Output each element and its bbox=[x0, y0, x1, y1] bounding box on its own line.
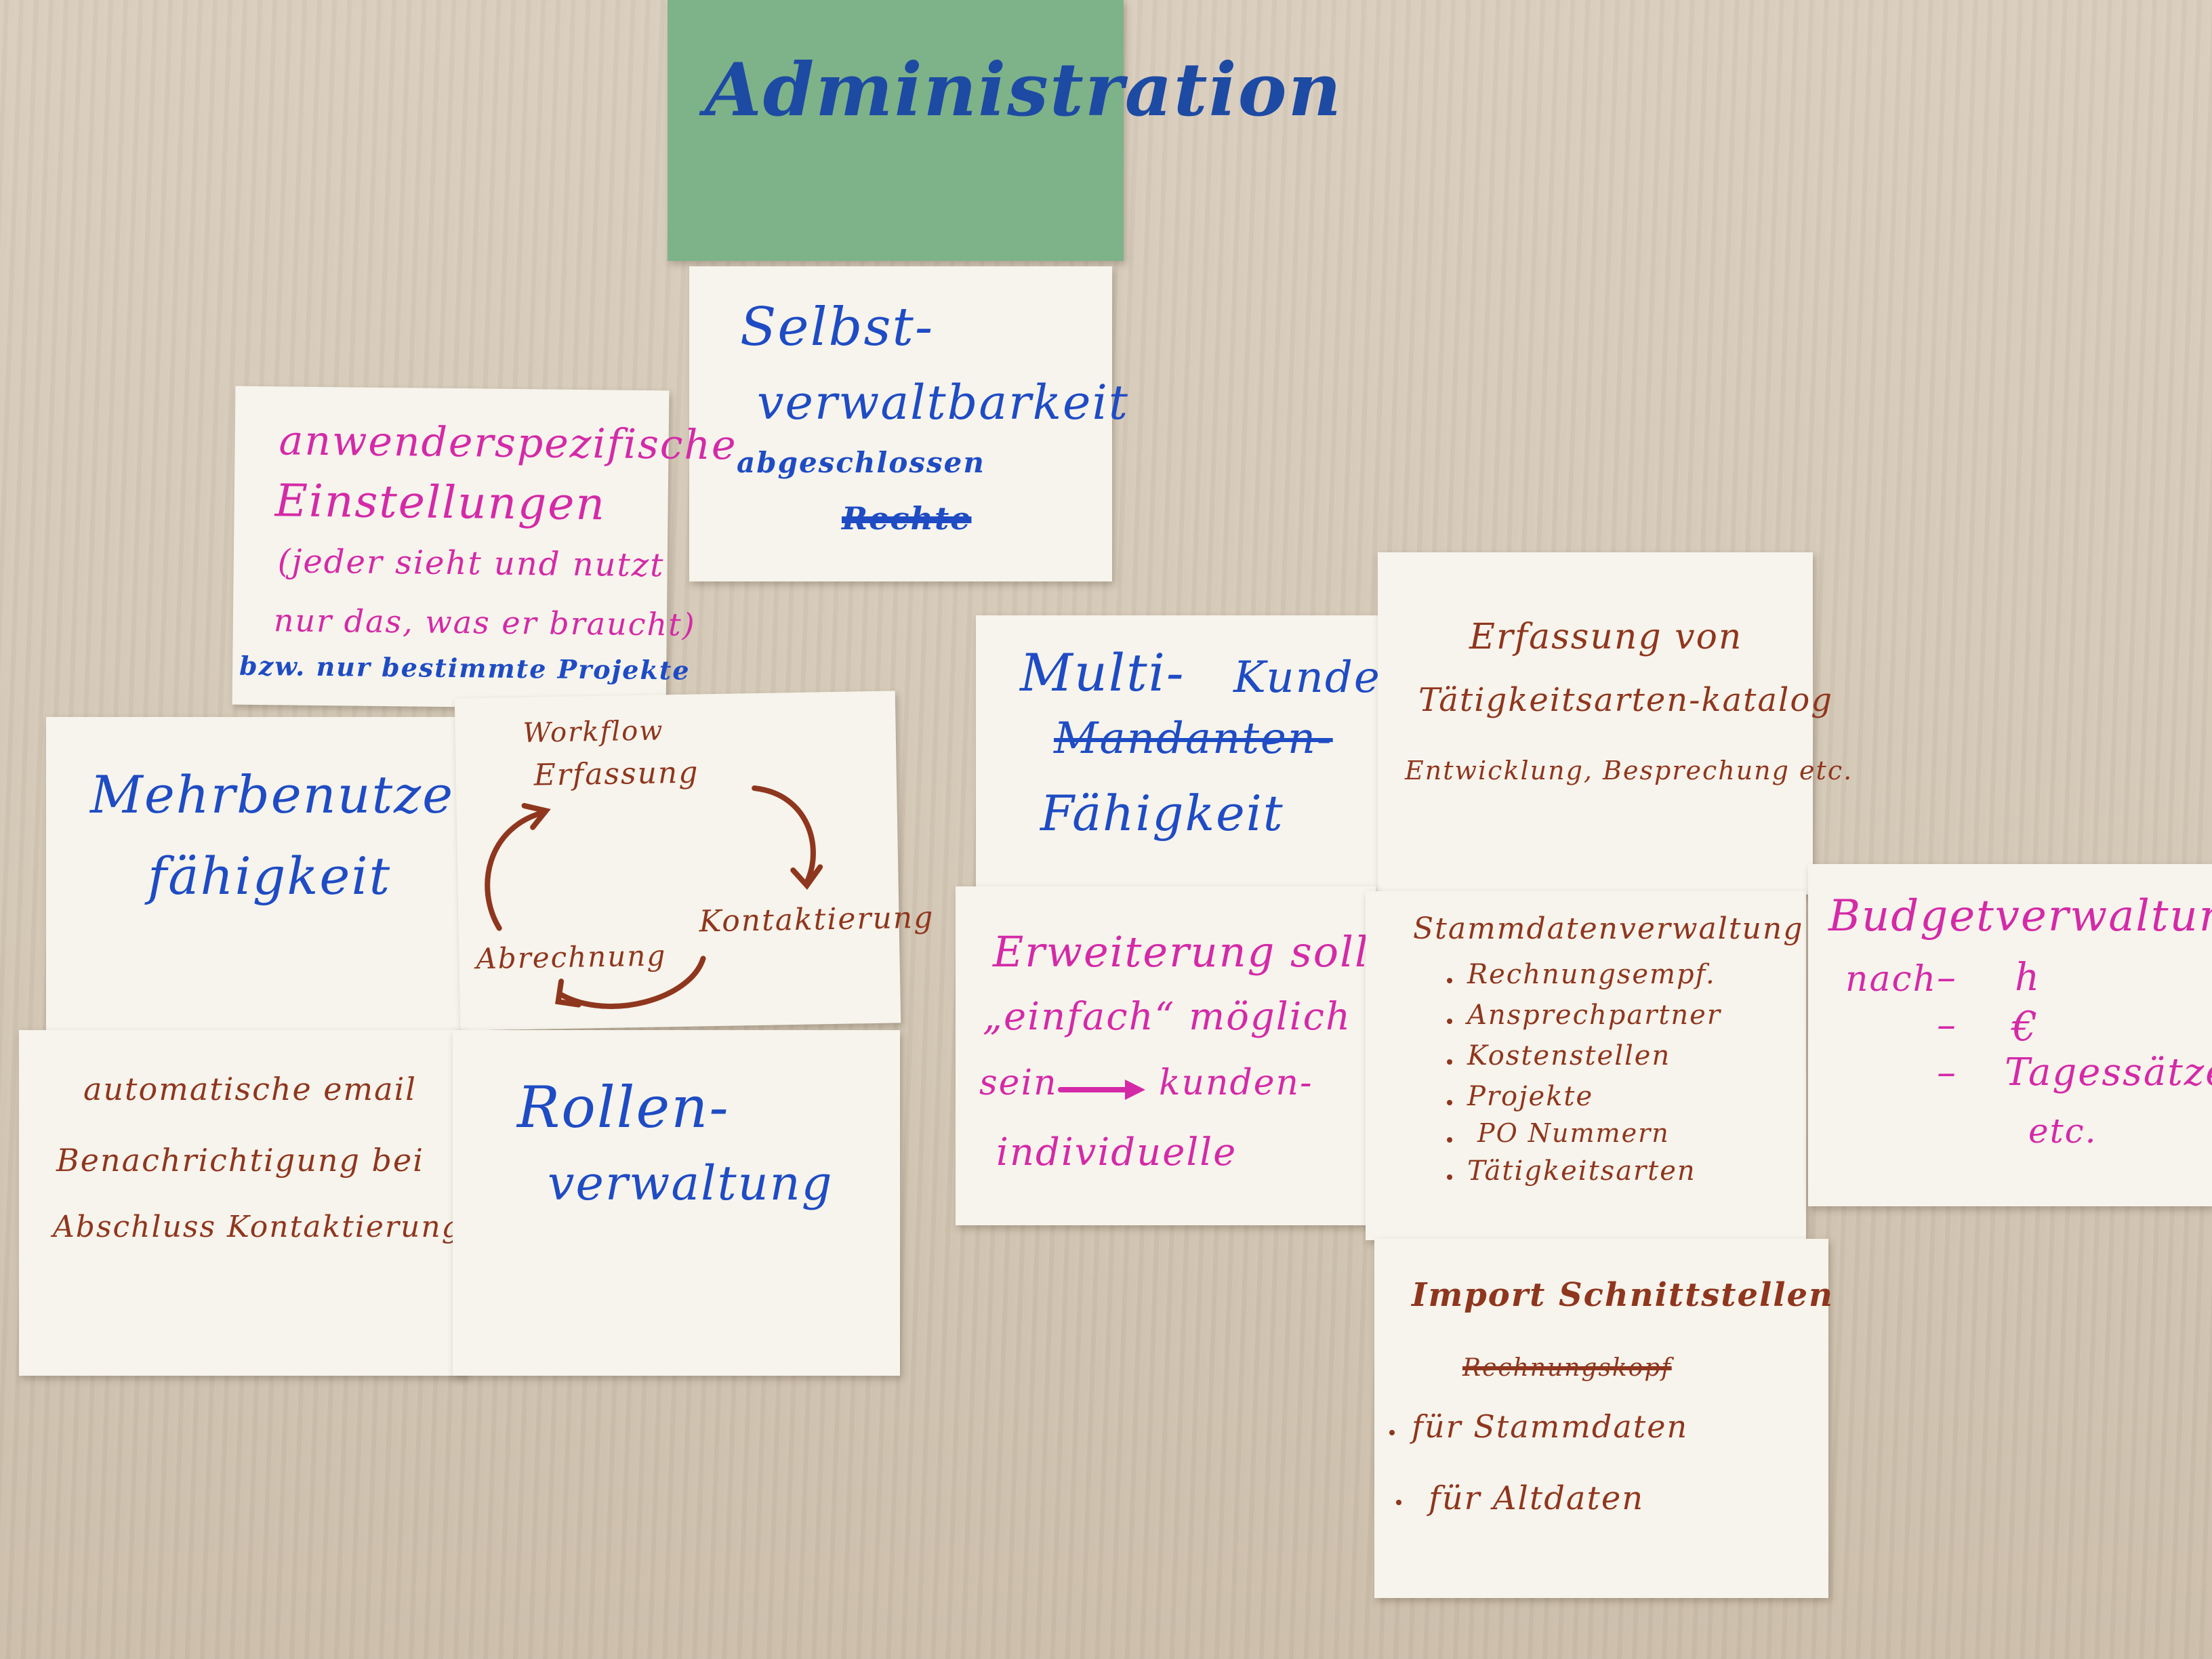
selbstverwaltbarkeit-card: Selbst- verwaltbarkeit abgeschlossen Rec… bbox=[689, 266, 1128, 581]
card-line: etc. bbox=[2028, 1111, 2097, 1151]
card-line: nur das, was er braucht) bbox=[273, 602, 696, 643]
bullet-dot bbox=[1447, 1019, 1452, 1024]
card-line: Rollen- bbox=[517, 1074, 730, 1141]
card-line: Abschluss Kontaktierung bbox=[53, 1210, 462, 1244]
card-line: Benachrichtigung bei bbox=[56, 1142, 424, 1179]
list-dash: – bbox=[1937, 956, 1957, 1000]
card-line: anwenderspezifische bbox=[279, 417, 737, 470]
bullet-dot bbox=[1396, 1500, 1401, 1505]
list-item: für Altdaten bbox=[1429, 1479, 1645, 1517]
card-line: Erweiterung soll bbox=[993, 927, 1370, 977]
rollen-card: Rollen- verwaltung bbox=[453, 1030, 900, 1376]
card-line: sein bbox=[979, 1063, 1058, 1103]
list-item: PO Nummern bbox=[1477, 1118, 1670, 1148]
list-item: für Stammdaten bbox=[1412, 1408, 1689, 1445]
arrow-right-icon bbox=[1058, 1080, 1145, 1100]
list-item: Tätigkeitsarten bbox=[1467, 1155, 1696, 1187]
list-item: Tagessätzen bbox=[2005, 1050, 2212, 1094]
card-line: Erfassung von bbox=[1469, 617, 1743, 657]
multi-card: Multi- Kunden Mandanten- Fähigkeit bbox=[976, 615, 1409, 900]
list-item: € bbox=[2011, 1003, 2039, 1050]
card-title: Budgetverwaltung bbox=[1828, 891, 2212, 941]
card-line: Selbst- bbox=[740, 297, 935, 358]
erweiterung-card: Erweiterung soll „einfach“ möglich sein … bbox=[956, 886, 1376, 1225]
list-item: Kostenstellen bbox=[1467, 1040, 1671, 1071]
card-line-struck: Rechte bbox=[842, 500, 972, 537]
card-line: Entwicklung, Besprechung etc. bbox=[1405, 756, 1853, 785]
card-line: Fähigkeit bbox=[1040, 785, 1284, 842]
card-line: (jeder sieht und nutzt bbox=[277, 542, 665, 585]
card-line-struck: abgeschlossen bbox=[737, 446, 985, 479]
workflow-cycle-arrows bbox=[485, 785, 823, 1009]
card-line: bzw. nur bestimmte Projekte bbox=[239, 650, 691, 686]
card-line: Mehrbenutzer- bbox=[90, 764, 499, 825]
list-item: Rechnungsempf. bbox=[1467, 959, 1716, 990]
card-line: automatische email bbox=[83, 1071, 417, 1107]
card-line: Tätigkeitsarten-katalog bbox=[1418, 681, 1834, 719]
administration-title: Administration bbox=[705, 47, 1343, 133]
workflow-card: Workflow Erfassung Kontaktierung Abrechn… bbox=[454, 691, 935, 1031]
list-item: Projekte bbox=[1467, 1081, 1594, 1112]
bullet-dot bbox=[1447, 1100, 1452, 1105]
bullet-dot bbox=[1447, 1174, 1452, 1180]
card-title: Stammdatenverwaltung bbox=[1413, 912, 1804, 946]
bullet-dot bbox=[1447, 1059, 1452, 1065]
import-card: Import Schnittstellen Rechnungskopf für … bbox=[1374, 1239, 1832, 1598]
card-line-struck: Rechnungskopf bbox=[1462, 1354, 1672, 1382]
list-dash: – bbox=[1937, 1050, 1957, 1094]
card-title: Import Schnittstellen bbox=[1412, 1276, 1834, 1314]
list-item: Ansprechpartner bbox=[1467, 1000, 1721, 1031]
benachrichtigung-card: automatische email Benachrichtigung bei … bbox=[19, 1030, 466, 1376]
card-line: fähigkeit bbox=[148, 846, 392, 906]
administration-card: Administration bbox=[668, 0, 1341, 261]
anwenderspezifisch-card: anwenderspezifische Einstellungen (jeder… bbox=[232, 386, 737, 710]
card-line: verwaltbarkeit bbox=[757, 375, 1129, 430]
card-line: Multi- bbox=[1020, 642, 1185, 703]
taetigkeiten-card: Erfassung von Tätigkeitsarten-katalog En… bbox=[1378, 552, 1851, 895]
card-line: nach bbox=[1845, 959, 1938, 1000]
card-line: „einfach“ möglich bbox=[983, 995, 1352, 1039]
list-dash: – bbox=[1937, 1003, 1957, 1047]
list-item: h bbox=[2015, 956, 2041, 1000]
bullet-dot bbox=[1389, 1430, 1395, 1435]
card-line: kunden- bbox=[1159, 1063, 1313, 1103]
card-line: Einstellungen bbox=[274, 474, 607, 531]
budget-card: Budgetverwaltung nach – h – € – Tagessät… bbox=[1808, 864, 2212, 1206]
card-line: individuelle bbox=[996, 1130, 1237, 1174]
mehrbenutzer-card: Mehrbenutzer- fähigkeit bbox=[46, 717, 497, 1036]
bullet-dot bbox=[1447, 978, 1452, 983]
bullet-dot bbox=[1447, 1137, 1452, 1143]
stammdaten-card: Stammdatenverwaltung Rechnungsempf. Ansp… bbox=[1366, 891, 1806, 1240]
card-line-struck: Mandanten- bbox=[1054, 714, 1333, 764]
card-line: verwaltung bbox=[548, 1155, 834, 1211]
